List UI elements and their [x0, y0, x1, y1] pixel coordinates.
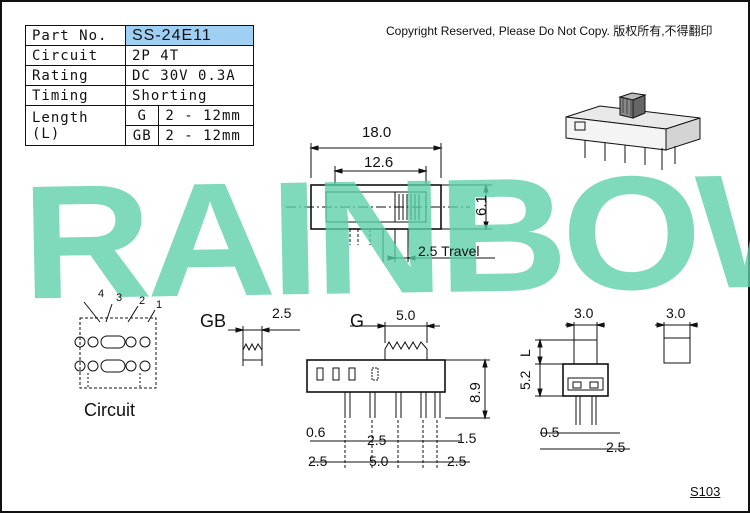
- side-gb-label: GB: [200, 311, 226, 331]
- side-view: [228, 322, 490, 470]
- side-pin-width: 0.6: [306, 424, 326, 440]
- spec-row-circuit: Circuit 2P 4T: [25, 45, 254, 66]
- side-bottom-mid: 5.0: [369, 453, 389, 469]
- page-id: S103: [690, 484, 721, 499]
- side-gb-dim: 2.5: [272, 305, 292, 321]
- side-knob-width: 5.0: [396, 307, 416, 323]
- end-view: [535, 322, 630, 450]
- top-travel: 2.5 Travel: [418, 243, 479, 259]
- length-label: Length (L): [25, 105, 126, 146]
- part-no-label: Part No.: [25, 25, 126, 46]
- length-gb-value: 2 - 12mm: [158, 125, 254, 146]
- rating-label: Rating: [25, 65, 126, 86]
- knob-view-width: 3.0: [666, 305, 686, 321]
- top-inner-width: 12.6: [364, 154, 393, 171]
- side-height: 8.9: [467, 382, 484, 403]
- end-length-label: L: [517, 349, 533, 357]
- side-pin-pitch: 2.5: [367, 432, 387, 448]
- side-pin-offset: 1.5: [457, 430, 477, 446]
- top-height: 6.1: [473, 195, 490, 216]
- end-knob-width: 3.0: [574, 305, 594, 321]
- length-gb-label: GB: [124, 125, 160, 146]
- end-body-height: 5.2: [517, 370, 533, 390]
- spec-table: Part No. SS-24E11 Circuit 2P 4T Rating D…: [25, 25, 254, 146]
- timing-value: Shorting: [125, 85, 254, 106]
- circuit-pin-2: 2: [139, 295, 145, 307]
- side-g-label: G: [350, 311, 364, 331]
- top-overall-width: 18.0: [362, 124, 391, 141]
- side-bottom-left: 2.5: [308, 453, 328, 469]
- knob-view: [655, 322, 698, 364]
- product-sketch: [565, 92, 701, 170]
- circuit-pin-1: 1: [156, 299, 162, 311]
- circuit-pin-4: 4: [98, 288, 104, 300]
- spec-row-length-gb: GB 2 - 12mm: [26, 125, 254, 146]
- circuit-caption: Circuit: [84, 400, 136, 420]
- circuit-value: 2P 4T: [125, 45, 254, 66]
- top-view: [286, 143, 495, 262]
- circuit-pin-3: 3: [116, 292, 122, 304]
- copyright-notice: Copyright Reserved, Please Do Not Copy. …: [386, 24, 713, 38]
- end-pin-width: 0.5: [540, 424, 560, 440]
- circuit-diagram: [74, 301, 157, 389]
- end-pin-pitch: 2.5: [606, 439, 626, 455]
- spec-row-timing: Timing Shorting: [25, 85, 254, 106]
- side-bottom-right: 2.5: [447, 453, 467, 469]
